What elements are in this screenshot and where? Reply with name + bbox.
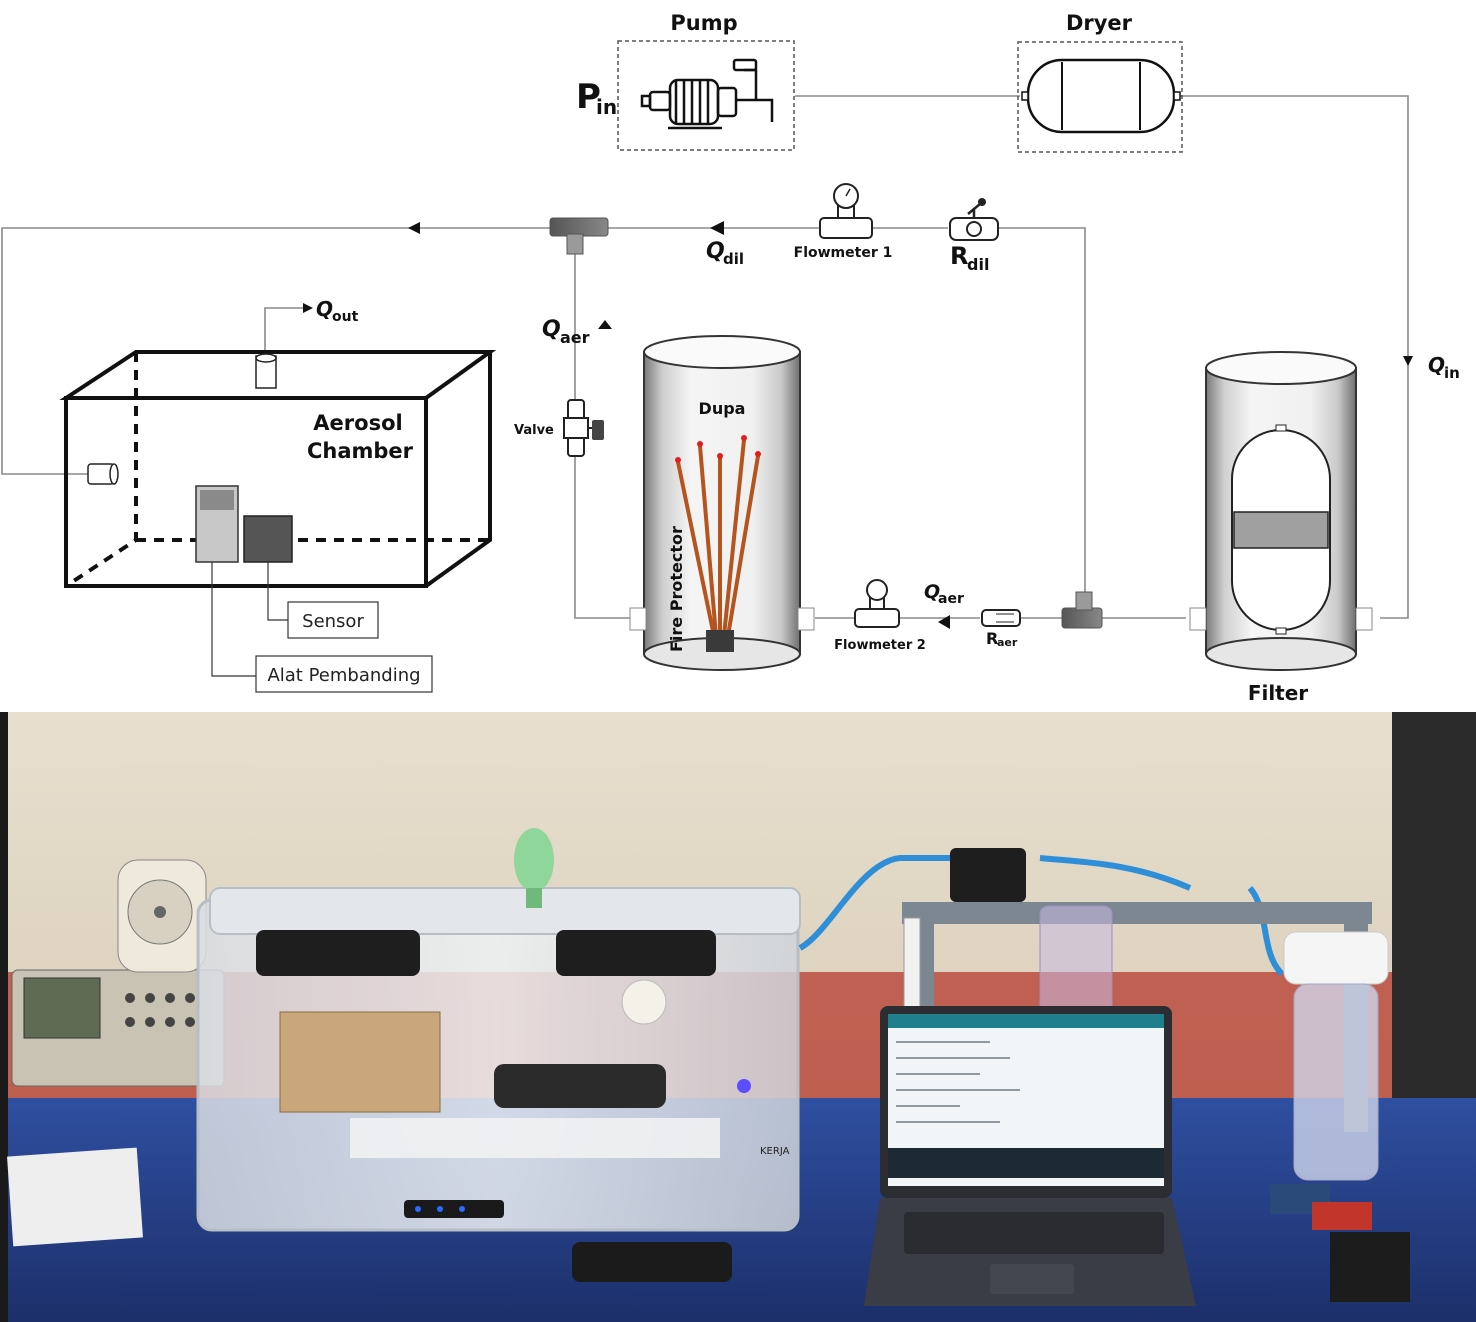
paper-sheet	[7, 1147, 143, 1247]
valve: Valve	[514, 399, 604, 457]
q-in-subscript: in	[1444, 364, 1460, 382]
q-dil-symbol: Q	[706, 239, 725, 264]
burner-cylinder: Dupa Fire Protector	[629, 335, 815, 671]
sensor-box	[243, 515, 293, 563]
usb-hub	[404, 1200, 504, 1218]
filter-housing-photo	[1283, 931, 1389, 1181]
q-dil-subscript: dil	[723, 250, 744, 268]
blue-tubing	[798, 855, 1285, 977]
rubber-bulb	[514, 828, 554, 892]
bulb	[621, 979, 667, 1025]
flowmeter-1: Flowmeter 1	[794, 183, 893, 261]
q-aer-bottom-subscript: aer	[938, 591, 964, 607]
filter-label: Filter	[1248, 681, 1308, 705]
lid-clip-right	[556, 930, 716, 976]
r-aer-symbol: R	[986, 629, 998, 648]
dryer-label: Dryer	[1066, 11, 1133, 35]
flowmeter-2: Flowmeter 2	[834, 579, 926, 653]
inlet-port	[87, 463, 119, 485]
r-aer-subscript: aer	[997, 636, 1018, 649]
filter-cylinder: Filter	[1189, 351, 1373, 705]
aerosol-chamber: Aerosol Chamber Sensor Alat Pembanding	[59, 350, 497, 693]
flowmeter-2-label: Flowmeter 2	[834, 638, 926, 653]
q-aer-bottom-symbol: Q	[924, 581, 940, 603]
valve-label: Valve	[514, 423, 554, 438]
outlet-port	[255, 353, 277, 389]
arrow-out	[303, 303, 313, 313]
flow-labels: Q dil Q aer Q aer Q out Q in	[316, 239, 1460, 607]
valve-handle-icon	[592, 420, 604, 440]
reference-device-label: Alat Pembanding	[267, 665, 420, 686]
chamber-label-line1: Aerosol	[313, 411, 402, 435]
pump-unit	[950, 848, 1026, 902]
incense-sticks-icon	[676, 438, 760, 638]
arrow-left-outlet	[408, 222, 420, 234]
burner-top-label: Dupa	[699, 399, 746, 418]
arrow-left-aer	[938, 615, 950, 629]
electronics-board	[1270, 1184, 1410, 1302]
arrow-down-in	[1403, 356, 1413, 366]
tee-junction-bottom	[1061, 591, 1103, 629]
schematic-diagram: Pump P in Dryer	[1, 11, 1460, 705]
pipes	[1, 95, 1409, 619]
laptop	[864, 1006, 1196, 1306]
regulator-dil: R dil	[949, 198, 999, 274]
flow-arrows	[303, 221, 1413, 629]
fan	[117, 859, 207, 973]
q-in-symbol: Q	[1428, 353, 1445, 377]
oscilloscope	[11, 969, 225, 1087]
q-aer-top-subscript: aer	[560, 328, 590, 347]
bench-sign-text: KERJA	[760, 1146, 790, 1157]
dryer-vessel-icon	[1026, 58, 1176, 134]
filter-cartridge-icon	[1233, 511, 1329, 549]
flowmeter-1-label: Flowmeter 1	[794, 245, 893, 261]
cardboard-box	[279, 1011, 441, 1113]
q-out-symbol: Q	[316, 297, 333, 321]
regulator-aer: R aer	[981, 609, 1021, 649]
pressure-symbol: P	[576, 77, 601, 117]
reference-meter	[494, 1064, 666, 1108]
pump-label: Pump	[670, 11, 737, 35]
reference-device	[195, 485, 239, 563]
arrow-left-dil	[710, 221, 724, 235]
r-dil-symbol: R	[950, 242, 968, 270]
gauge-icon	[866, 579, 888, 601]
r-dil-subscript: dil	[967, 255, 989, 274]
sensor-label: Sensor	[302, 611, 364, 632]
pump-icon	[640, 58, 774, 130]
burner-side-label: Fire Protector	[667, 526, 686, 652]
pump: Pump P in	[576, 11, 795, 151]
q-out-subscript: out	[332, 309, 359, 325]
phone	[572, 1242, 732, 1282]
aerosol-chamber-box	[196, 828, 801, 1232]
chamber-label-line2: Chamber	[307, 439, 414, 463]
pressure-subscript: in	[596, 95, 617, 119]
lid-clip-left	[256, 930, 420, 976]
tee-junction-top	[549, 217, 609, 255]
q-aer-top-symbol: Q	[542, 317, 561, 342]
dryer: Dryer	[1017, 11, 1183, 153]
setup-photograph: KERJA	[0, 712, 1476, 1322]
arrow-up-aer	[598, 320, 612, 329]
